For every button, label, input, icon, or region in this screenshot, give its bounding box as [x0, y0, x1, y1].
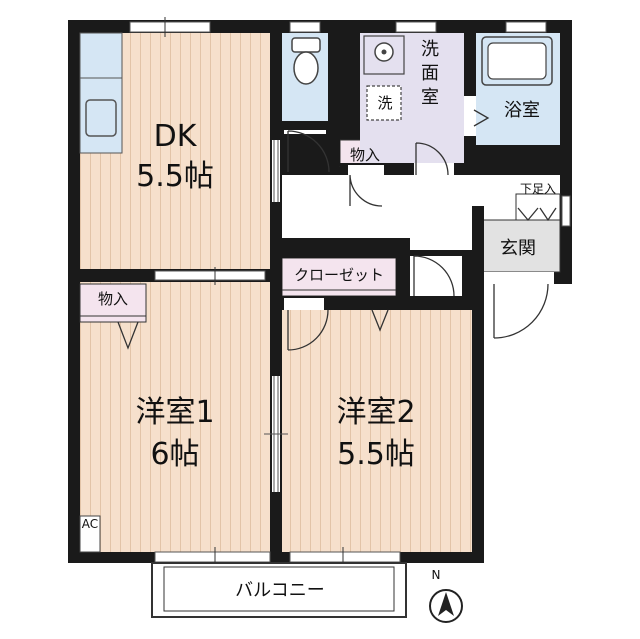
western2-name: 洋室2 [336, 395, 416, 430]
toilet-bowl [293, 51, 319, 85]
shoe-box [515, 193, 561, 221]
closet-label: クローゼット [293, 266, 384, 284]
dk-size: 5.5帖 [136, 159, 214, 194]
storage-left-label: 物入 [97, 290, 128, 308]
ac-label: AC [81, 517, 99, 531]
western2-floor [282, 310, 472, 552]
balcony-label: バルコニー [235, 580, 325, 601]
western2-size: 5.5帖 [337, 437, 415, 472]
storage-top-label: 物入 [349, 146, 380, 164]
washer-space [366, 85, 402, 121]
entrance-label: 玄関 [500, 238, 536, 259]
washroom-label: 洗面室 [421, 39, 439, 108]
dk-name: DK [153, 119, 197, 154]
compass-north-label: N [431, 568, 441, 582]
western1-floor [80, 282, 270, 552]
kitchen-sink [85, 99, 117, 137]
compass-icon [429, 589, 463, 623]
washer-label: 洗 [377, 94, 393, 112]
western1-size: 6帖 [150, 437, 200, 472]
shoe-box-label: 下足入 [519, 182, 556, 196]
ac-unit [79, 515, 101, 553]
western1-name: 洋室1 [135, 395, 215, 430]
bathroom-label: 浴室 [504, 100, 540, 121]
